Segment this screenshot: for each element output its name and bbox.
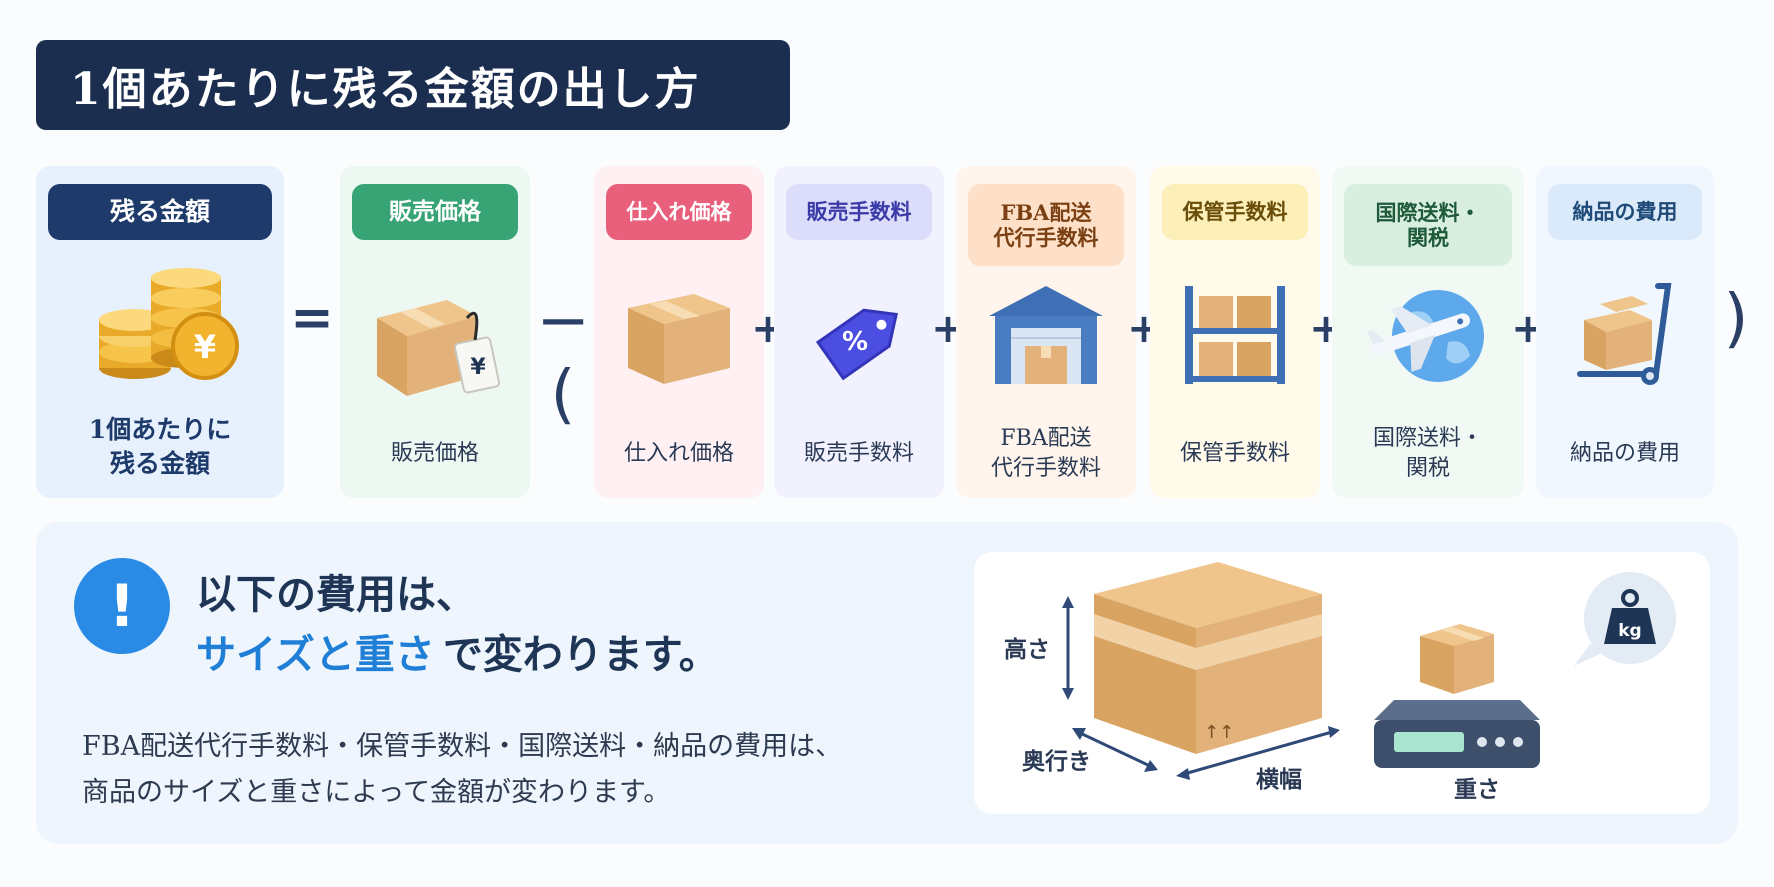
cost-pill-sales-fee: 販売手数料 <box>786 184 932 240</box>
yen-tag-glyph: ¥ <box>470 355 486 380</box>
priced-box-icon: ¥ <box>340 278 530 408</box>
cost-label-purchase: 仕入れ価格 <box>623 441 734 467</box>
airplane-globe-icon <box>1332 278 1524 408</box>
page-title-bar: 1個あたりに残る金額の出し方 <box>36 40 790 130</box>
notice-heading-rest: で変わります。 <box>442 631 719 678</box>
depth-label: 奥行き <box>1022 748 1091 775</box>
dimension-box-icon: ↑↑ kg <box>1062 562 1676 780</box>
page-title: 1個あたりに残る金額の出し方 <box>70 64 701 115</box>
cost-card-sales-fee: 販売手数料 % 販売手数料 <box>774 166 944 498</box>
cost-pill-storage: 保管手数料 <box>1162 184 1308 240</box>
cost-pill-purchase: 仕入れ価格 <box>606 184 752 240</box>
notice-heading-line2: サイズと重さで変わります。 <box>192 622 719 684</box>
cost-card-storage: 保管手数料 保管手数料 <box>1150 166 1320 498</box>
cost-card-purchase: 仕入れ価格 仕入れ価格 <box>594 166 764 498</box>
weight-label: 重さ <box>1454 776 1500 803</box>
exclamation-icon: ! <box>74 558 170 654</box>
minus-open-paren: −( <box>536 284 590 432</box>
size-weight-illustration: ↑↑ kg 高さ 奥行き 横幅 重さ <box>974 552 1710 814</box>
cost-label-sales-fee: 販売手数料 <box>803 441 914 467</box>
notice-heading-line1: 以下の費用は、 <box>196 571 476 618</box>
width-label: 横幅 <box>1256 766 1302 793</box>
close-paren: ) <box>1723 282 1749 356</box>
cost-card-fba: FBA配送 代行手数料 FBA配送 代行手数料 <box>956 166 1136 498</box>
result-label: 1個あたりに 残る金額 <box>88 415 232 478</box>
percent-glyph: % <box>842 327 868 357</box>
result-pill: 残る金額 <box>48 184 272 240</box>
cost-card-shipping: 国際送料・ 関税 国際送料・ 関税 <box>1332 166 1524 498</box>
notice-body-line1: FBA配送代行手数料・保管手数料・国際送料・納品の費用は、 <box>82 731 843 762</box>
height-label: 高さ <box>1004 636 1050 663</box>
coin-stack-icon: ¥ <box>36 258 284 388</box>
svg-text:↑↑: ↑↑ <box>1204 722 1234 743</box>
cost-label-delivery: 納品の費用 <box>1569 441 1680 467</box>
cost-card-delivery: 納品の費用 納品の費用 <box>1536 166 1714 498</box>
cost-label-fba: FBA配送 代行手数料 <box>990 426 1101 481</box>
warehouse-icon <box>956 278 1136 408</box>
equals-sign: = <box>290 288 334 348</box>
cost-pill-shipping: 国際送料・ 関税 <box>1344 184 1512 266</box>
sale-price-card: 販売価格 ¥ 販売価格 <box>340 166 530 498</box>
notice-body-line2: 商品のサイズと重さによって金額が変わります。 <box>82 777 671 808</box>
cost-label-shipping: 国際送料・ 関税 <box>1372 426 1483 481</box>
sale-price-pill: 販売価格 <box>352 184 518 240</box>
hand-truck-icon <box>1536 278 1714 408</box>
storage-shelf-icon <box>1150 278 1320 408</box>
notice-highlight: サイズと重さ <box>192 622 439 684</box>
cardboard-box-icon <box>594 278 764 408</box>
yen-coin-glyph: ¥ <box>194 328 216 366</box>
result-card: 残る金額 ¥ 1個あたりに 残る金額 <box>36 166 284 498</box>
sale-price-label: 販売価格 <box>390 441 479 467</box>
cost-pill-fba: FBA配送 代行手数料 <box>968 184 1124 266</box>
percent-tag-icon: % <box>774 278 944 408</box>
kg-badge: kg <box>1618 621 1641 641</box>
cost-label-storage: 保管手数料 <box>1179 441 1290 467</box>
cost-pill-delivery: 納品の費用 <box>1548 184 1702 240</box>
